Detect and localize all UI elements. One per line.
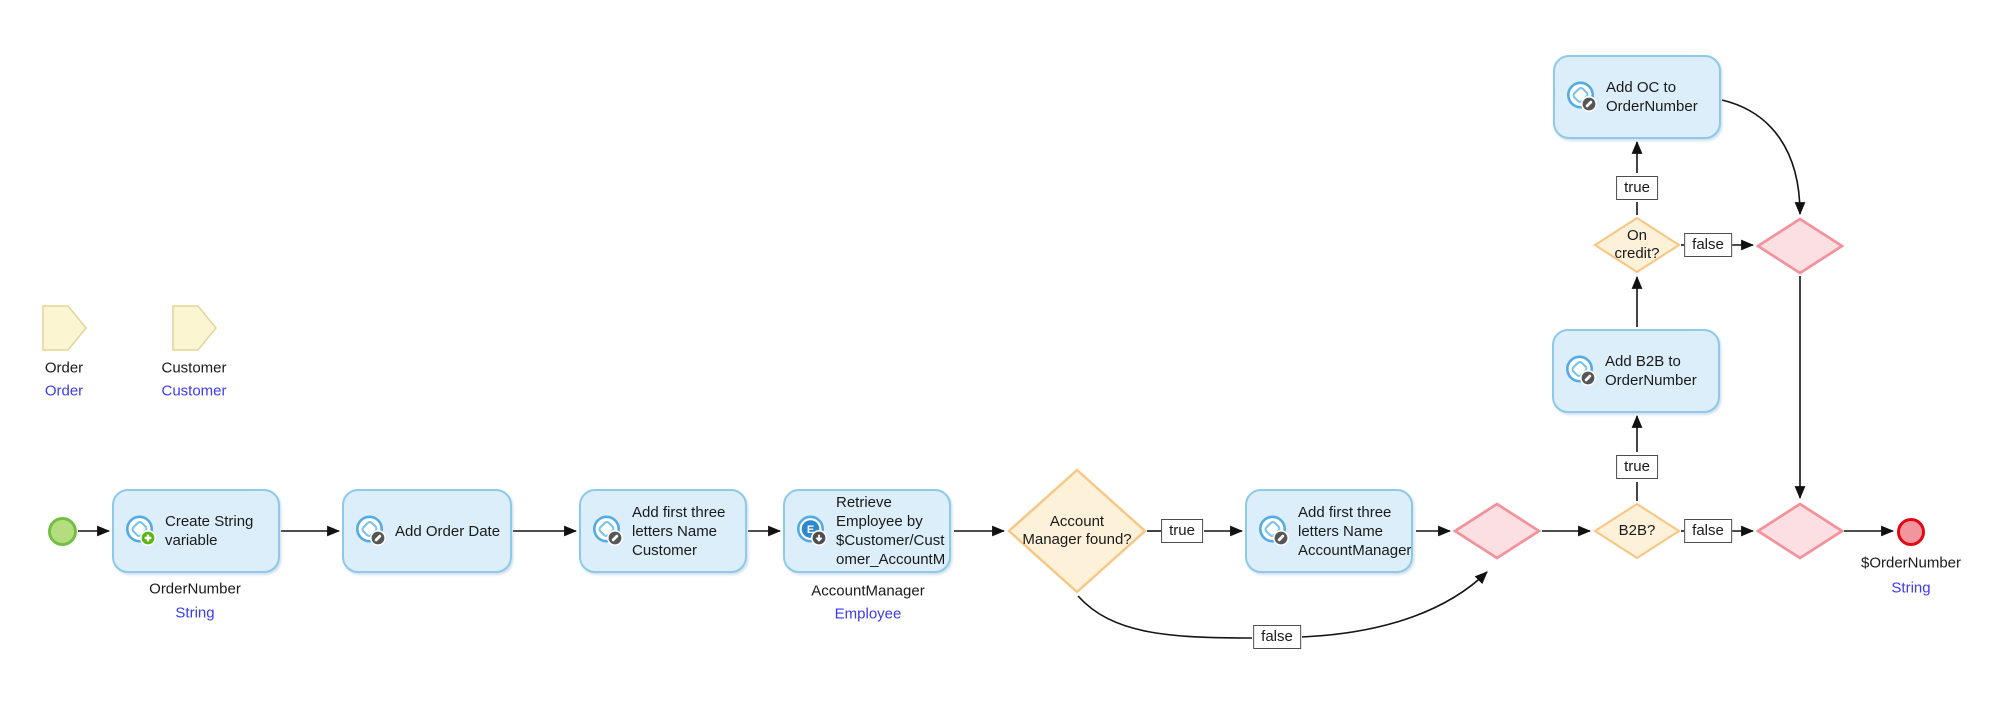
decision-shape [1007, 468, 1147, 594]
merge-shape [1452, 502, 1542, 560]
edge-label-b2b-false[interactable]: false [1684, 519, 1732, 543]
activity-label: Add OC to OrderNumber [1606, 79, 1698, 115]
edge-label-am-true[interactable]: true [1161, 519, 1203, 543]
create-variable-icon [126, 515, 156, 546]
activity-label: Add first three letters Name AccountMana… [1298, 503, 1412, 559]
decision-shape [1592, 216, 1682, 274]
decision-account-manager-found[interactable]: Account Manager found? [1007, 468, 1147, 594]
change-variable-icon [1566, 355, 1596, 386]
merge-2[interactable] [1755, 217, 1845, 275]
merge-shape [1755, 502, 1845, 560]
parameter-customer-type: Customer [161, 382, 227, 400]
end-return-type: String [1891, 579, 1931, 597]
decision-label: On credit? [1614, 227, 1660, 262]
retrieve-output-name: AccountManager [811, 582, 925, 600]
change-variable-icon [1567, 81, 1597, 112]
change-variable-icon [1259, 515, 1289, 546]
retrieve-icon-letter: E [807, 524, 814, 536]
edge-label-credit-true[interactable]: true [1616, 176, 1658, 200]
retrieve-output-type: Employee [834, 605, 902, 623]
activity-label: Add first three letters Name Customer [632, 503, 726, 559]
activity-add-letters-customer[interactable]: Add first three letters Name Customer [579, 489, 747, 573]
create-string-output-name: OrderNumber [149, 580, 241, 598]
activity-add-b2b[interactable]: Add B2B to OrderNumber [1552, 329, 1720, 413]
activity-add-letters-accountmanager[interactable]: Add first three letters Name AccountMana… [1245, 489, 1413, 573]
activity-label: Add Order Date [395, 522, 501, 540]
end-return-name: $OrderNumber [1860, 554, 1962, 572]
parameter-shape-icon [42, 305, 88, 351]
activity-retrieve-employee[interactable]: E Retrieve Employee by $Customer/Cust om… [783, 489, 951, 573]
retrieve-icon: E [797, 515, 827, 546]
change-variable-icon [356, 515, 386, 546]
end-event[interactable] [1897, 518, 1925, 546]
decision-on-credit[interactable]: On credit? [1592, 216, 1682, 274]
flow-add-oc-to-merge2-curve[interactable] [1721, 99, 1806, 216]
activity-label: Create String variable [165, 513, 254, 549]
parameter-customer[interactable] [172, 305, 218, 356]
decision-label: B2B? [1618, 522, 1656, 539]
activity-create-string-variable[interactable]: Create String variable [112, 489, 280, 573]
activity-label: Add B2B to OrderNumber [1605, 353, 1697, 389]
change-variable-icon [593, 515, 623, 546]
decision-label: Account Manager found? [1022, 513, 1132, 548]
decision-shape [1592, 502, 1682, 560]
parameter-order-name: Order [44, 359, 84, 377]
edge-label-b2b-true[interactable]: true [1616, 455, 1658, 479]
merge-3[interactable] [1755, 502, 1845, 560]
decision-b2b[interactable]: B2B? [1592, 502, 1682, 560]
parameter-shape-icon [172, 305, 218, 351]
edge-label-am-false[interactable]: false [1253, 625, 1301, 649]
merge-1[interactable] [1452, 502, 1542, 560]
create-string-output-type: String [175, 604, 215, 622]
activity-add-order-date[interactable]: Add Order Date [342, 489, 512, 573]
activity-add-oc[interactable]: Add OC to OrderNumber [1553, 55, 1721, 139]
parameter-order[interactable] [42, 305, 88, 356]
activity-label: Retrieve Employee by $Customer/Cust omer… [836, 494, 946, 568]
merge-shape [1755, 217, 1845, 275]
parameter-customer-name: Customer [161, 359, 227, 377]
start-event[interactable] [48, 517, 77, 546]
edge-label-credit-false[interactable]: false [1684, 233, 1732, 257]
flow-am-found-false-curve[interactable] [1077, 571, 1488, 639]
parameter-order-type: Order [44, 382, 84, 400]
